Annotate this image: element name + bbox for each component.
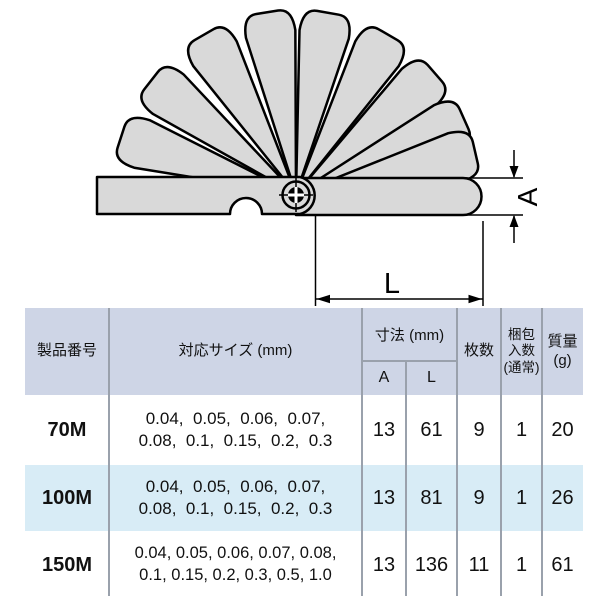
header-dim-l: L <box>427 368 436 386</box>
header-sizes: 対応サイズ (mm) <box>109 308 362 395</box>
header-dimensions-label: 寸法 (mm) <box>374 326 445 344</box>
cell-product-no: 70M <box>47 418 87 441</box>
blade <box>294 9 351 196</box>
dimension-l <box>314 216 484 306</box>
cell-mass: 26 <box>551 486 574 509</box>
table-row: 100M 0.04, 0.05, 0.06, 0.07, 0.08, 0.1, … <box>25 465 583 531</box>
gauge-case <box>95 175 316 216</box>
cell-sizes: 0.04, 0.05, 0.06, 0.07, 0.08, 0.1, 0.15,… <box>134 544 337 584</box>
blade <box>244 9 298 196</box>
cell-blades: 9 <box>473 418 485 441</box>
grid-line <box>500 308 502 596</box>
cell-dim-a: 13 <box>372 418 396 441</box>
table-header: 製品番号 対応サイズ (mm) 寸法 (mm) A L 枚数 梱包 入数 (通常… <box>25 308 583 395</box>
table-row: 150M 0.04, 0.05, 0.06, 0.07, 0.08, 0.1, … <box>25 534 583 596</box>
blade <box>140 65 298 196</box>
header-blade-count: 枚数 <box>457 308 501 395</box>
grid-line <box>361 308 363 596</box>
dimension-l-label: L <box>384 268 400 300</box>
cell-blades: 9 <box>473 486 485 509</box>
header-dim-a: A <box>378 368 390 386</box>
cell-pack: 1 <box>515 418 528 441</box>
grid-line <box>362 360 457 362</box>
horizontal-blade <box>294 176 483 217</box>
cell-pack: 1 <box>515 553 528 576</box>
cell-mass: 61 <box>551 553 574 576</box>
header-pack-qty: 梱包 入数 (通常) <box>501 308 542 395</box>
cell-product-no: 150M <box>41 553 93 576</box>
cell-dim-a: 13 <box>372 486 396 509</box>
cell-dim-a: 13 <box>372 553 396 576</box>
grid-line <box>456 308 458 596</box>
cell-sizes: 0.04, 0.05, 0.06, 0.07, 0.08, 0.1, 0.15,… <box>138 408 333 450</box>
dimension-a-label: A <box>512 187 543 206</box>
blade <box>294 26 406 196</box>
cell-sizes: 0.04, 0.05, 0.06, 0.07, 0.08, 0.1, 0.15,… <box>138 476 333 518</box>
cell-mass: 20 <box>551 418 574 441</box>
cell-dim-l: 136 <box>414 553 449 576</box>
grid-line <box>541 308 543 596</box>
table-row: 70M 0.04, 0.05, 0.06, 0.07, 0.08, 0.1, 0… <box>25 398 583 462</box>
grid-line <box>405 360 407 596</box>
header-product-no: 製品番号 <box>25 308 109 395</box>
header-dimensions: 寸法 (mm) A L <box>362 308 457 395</box>
header-mass: 質量 (g) <box>542 308 583 395</box>
dimension-a <box>466 150 523 243</box>
cell-blades: 11 <box>468 553 490 576</box>
cell-dim-l: 81 <box>420 486 443 509</box>
grid-line <box>108 308 110 596</box>
feeler-gauge-diagram: A L <box>95 9 543 306</box>
cell-product-no: 100M <box>41 486 93 509</box>
pivot-screw-icon <box>279 178 313 212</box>
blade <box>186 26 298 196</box>
cell-dim-l: 61 <box>420 418 443 441</box>
spec-table: 製品番号 対応サイズ (mm) 寸法 (mm) A L 枚数 梱包 入数 (通常… <box>25 308 583 596</box>
cell-pack: 1 <box>515 486 528 509</box>
blade <box>294 59 447 196</box>
blade <box>115 116 298 196</box>
